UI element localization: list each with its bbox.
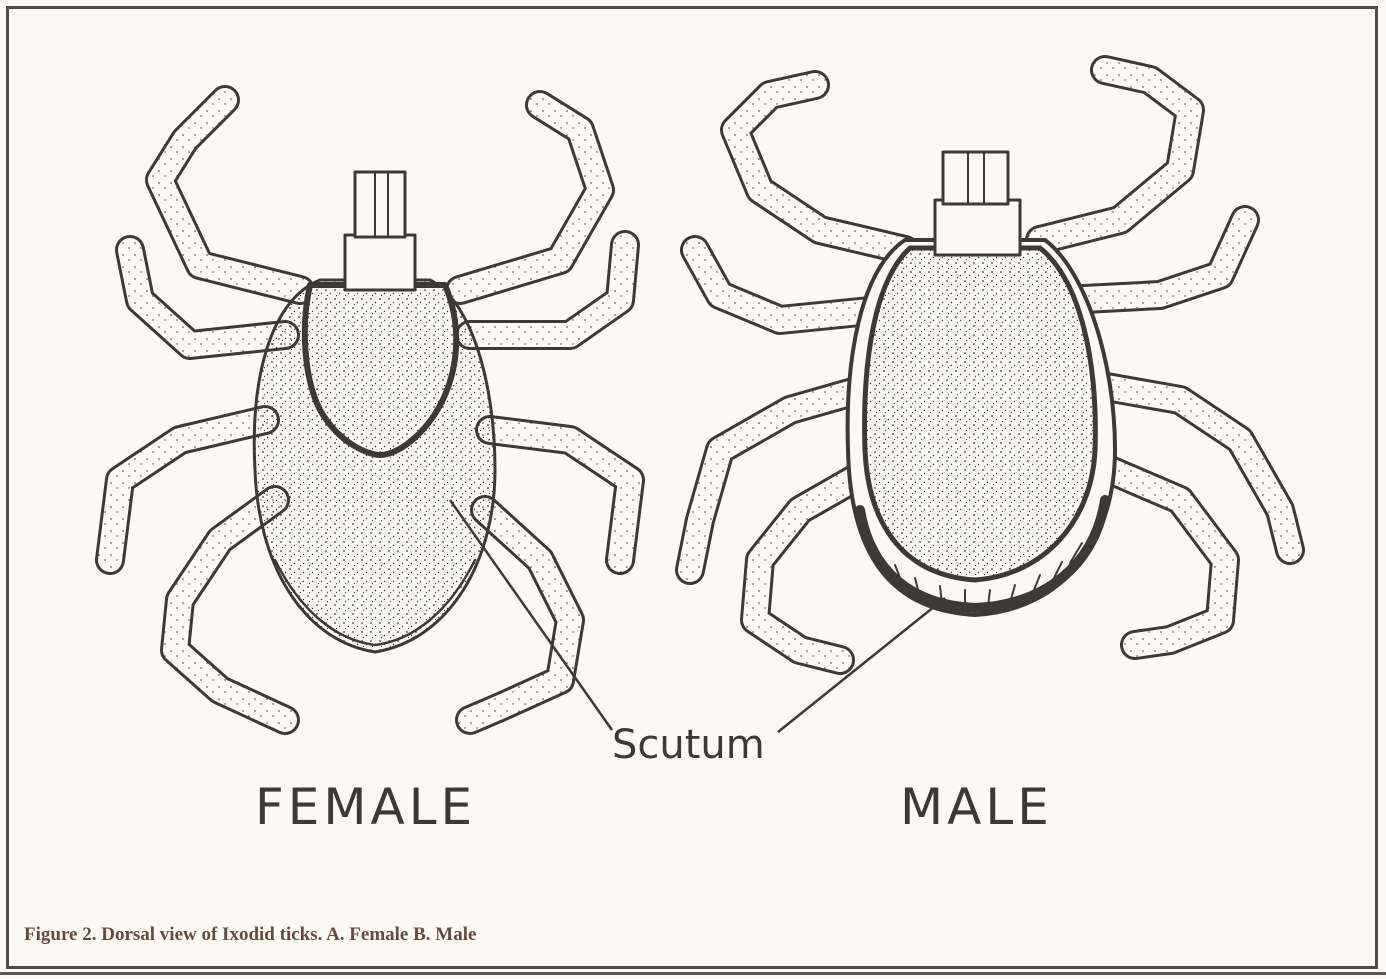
female-label: FEMALE <box>255 778 476 836</box>
male-tick <box>690 70 1290 660</box>
female-basis-capituli <box>345 235 415 290</box>
male-label: MALE <box>900 778 1053 836</box>
male-scutum <box>865 248 1096 580</box>
female-palps <box>355 172 405 237</box>
figure-caption: Figure 2. Dorsal view of Ixodid ticks. A… <box>24 924 476 946</box>
female-tick <box>110 100 630 720</box>
scutum-label: Scutum <box>612 722 765 768</box>
male-palps <box>943 152 1008 204</box>
male-basis-capituli <box>935 200 1020 255</box>
